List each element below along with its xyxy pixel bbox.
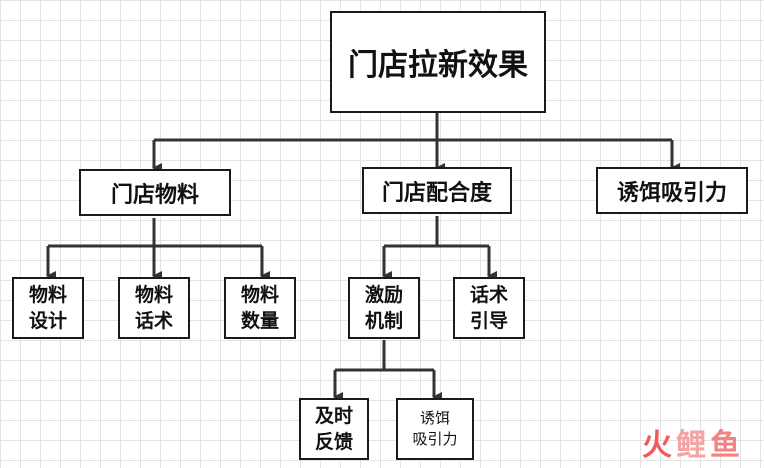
node-lure-attraction-label: 诱饵吸引力 <box>616 180 727 206</box>
watermark-char-3: 鱼 <box>710 428 742 463</box>
node-store-cooperation: 门店配合度 <box>362 167 512 214</box>
node-store-cooperation-label: 门店配合度 <box>381 180 492 206</box>
node-store-materials: 门店物料 <box>79 169 231 216</box>
node-lure-sub: 诱饵 吸引力 <box>396 398 474 460</box>
node-store-materials-label: 门店物料 <box>110 182 199 208</box>
node-incentive-mechanism-line1: 激励 <box>364 284 403 306</box>
node-materials-design-line2: 设计 <box>28 310 67 332</box>
node-script-guide-line2: 引导 <box>469 310 508 332</box>
node-timely-feedback-line2: 反馈 <box>314 431 353 453</box>
node-materials-design-line1: 物料 <box>28 284 67 306</box>
node-lure-sub-line2: 吸引力 <box>412 430 458 448</box>
node-incentive-mechanism-line2: 机制 <box>364 310 403 332</box>
node-timely-feedback-line1: 及时 <box>314 405 353 427</box>
node-timely-feedback: 及时 反馈 <box>299 398 369 460</box>
node-script-guide-line1: 话术 <box>469 284 508 306</box>
watermark-char-1: 火 <box>642 428 674 463</box>
node-materials-quantity: 物料 数量 <box>224 277 296 339</box>
watermark-logo: 火 鲤 鱼 <box>642 420 742 464</box>
node-incentive-mechanism: 激励 机制 <box>348 277 420 339</box>
node-lure-attraction: 诱饵吸引力 <box>596 167 748 214</box>
node-root: 门店拉新效果 <box>330 11 546 113</box>
node-materials-script-line2: 话术 <box>134 310 173 332</box>
node-materials-script-line1: 物料 <box>134 284 173 306</box>
node-script-guide: 话术 引导 <box>453 277 525 339</box>
node-materials-quantity-line1: 物料 <box>240 284 279 306</box>
node-root-label: 门店拉新效果 <box>348 48 528 83</box>
node-materials-design: 物料 设计 <box>12 277 84 339</box>
node-materials-script: 物料 话术 <box>118 277 190 339</box>
node-lure-sub-line1: 诱饵 <box>419 409 450 427</box>
node-materials-quantity-line2: 数量 <box>240 310 279 332</box>
watermark-char-2: 鲤 <box>676 428 708 463</box>
